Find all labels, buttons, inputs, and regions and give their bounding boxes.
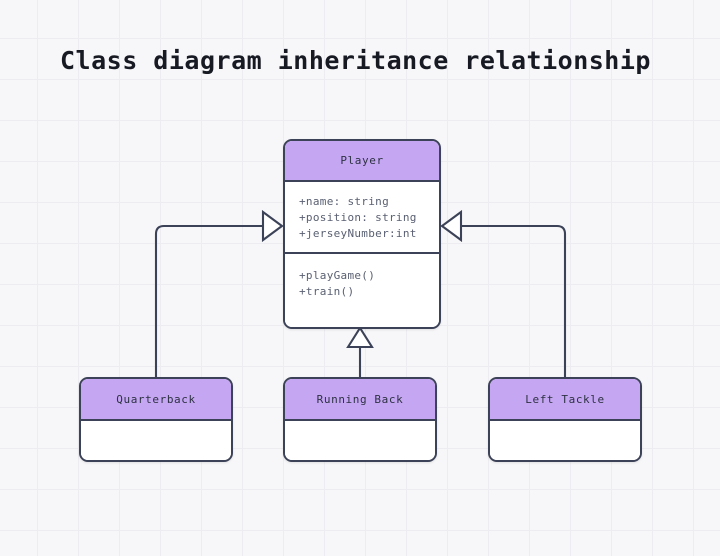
class-box-left-tackle[interactable]: Left Tackle [488,377,642,462]
class-attribute: +jerseyNumber:int [299,227,417,240]
class-attribute: +position: string [299,211,417,224]
class-methods-player: +playGame() +train() [285,252,439,327]
class-members-quarterback [81,421,231,460]
class-box-quarterback[interactable]: Quarterback [79,377,233,462]
class-method: +playGame() [299,269,376,282]
inheritance-edge-lefttackle-to-player [461,224,567,377]
inheritance-arrowhead-left [261,209,284,243]
page-title: Class diagram inheritance relationship [60,46,651,75]
class-members-left-tackle [490,421,640,460]
class-attributes-player: +name: string +position: string +jerseyN… [285,182,439,252]
class-name-running-back: Running Back [285,379,435,421]
class-box-running-back[interactable]: Running Back [283,377,437,462]
class-members-running-back [285,421,435,460]
class-name-player: Player [285,141,439,182]
class-attribute: +name: string [299,195,389,208]
class-name-left-tackle: Left Tackle [490,379,640,421]
inheritance-arrowhead-bottom [346,326,374,349]
class-method: +train() [299,285,355,298]
class-box-player[interactable]: Player +name: string +position: string +… [283,139,441,329]
class-name-quarterback: Quarterback [81,379,231,421]
inheritance-arrowhead-right [440,209,463,243]
inheritance-edge-quarterback-to-player [154,224,263,377]
